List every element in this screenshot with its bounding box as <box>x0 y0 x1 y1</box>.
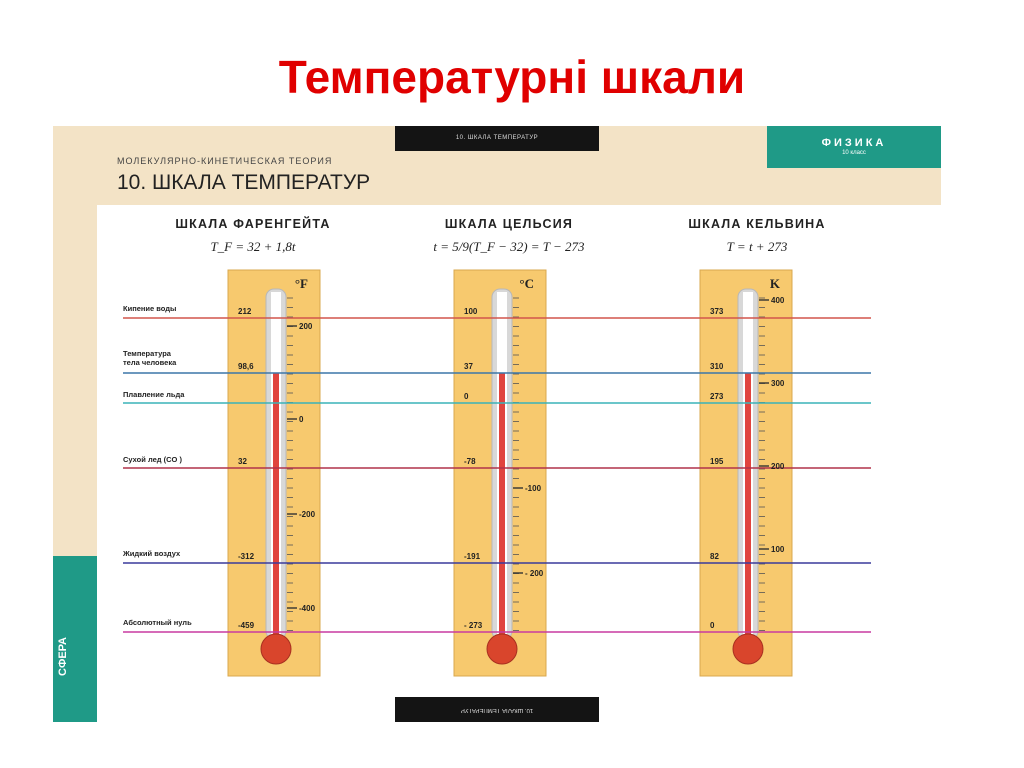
tick-label-0-0: 200 <box>299 322 313 331</box>
mercury-column-0 <box>273 373 279 643</box>
mercury-column-2 <box>745 373 751 643</box>
scale-value-1-2: 0 <box>464 392 469 401</box>
scale-value-1-4: -191 <box>464 552 481 561</box>
unit-label-2: K <box>770 276 781 291</box>
scale-value-1-1: 37 <box>464 362 473 371</box>
tick-label-2-3: 100 <box>771 545 785 554</box>
thermometer-bulb-0 <box>260 633 292 665</box>
scale-heading-1: ШКАЛА ЦЕЛЬСИЯ <box>445 217 573 231</box>
scale-value-2-4: 82 <box>710 552 719 561</box>
event-label-1: Температура <box>123 349 172 358</box>
event-label-0: Кипение воды <box>123 304 176 313</box>
tick-label-1-1: - 200 <box>525 569 544 578</box>
mercury-column-1 <box>499 373 505 643</box>
scale-value-2-2: 273 <box>710 392 724 401</box>
unit-label-1: °C <box>519 276 534 291</box>
scale-formula-2: T = t + 273 <box>727 239 788 254</box>
bottom-tab: 10. ШКАЛА ТЕМПЕРАТУР <box>395 697 599 722</box>
tick-label-2-1: 300 <box>771 379 785 388</box>
event-label-5: Абсолютный нуль <box>123 618 192 627</box>
scale-value-0-3: 32 <box>238 457 247 466</box>
side-strip: СФЕРА <box>53 556 97 722</box>
event-label-3: Сухой лед (CO ) <box>123 455 182 464</box>
scale-value-2-3: 195 <box>710 457 724 466</box>
scale-value-0-4: -312 <box>238 552 255 561</box>
scale-value-2-1: 310 <box>710 362 724 371</box>
unit-label-0: °F <box>295 276 308 291</box>
thermometer-bulb-2 <box>732 633 764 665</box>
scale-heading-0: ШКАЛА ФАРЕНГЕЙТА <box>175 216 330 231</box>
slide-title: Температурні шкали <box>278 51 746 103</box>
tick-label-0-2: -200 <box>299 510 316 519</box>
tick-label-0-3: -400 <box>299 604 316 613</box>
thermometer-bulb-1 <box>486 633 518 665</box>
top-tab: 10. ШКАЛА ТЕМПЕРАТУР <box>395 126 599 151</box>
thermometer-diagram: ШКАЛА ФАРЕНГЕЙТА T_F = 32 + 1,8t ШКАЛА ЦЕЛ… <box>122 216 871 677</box>
scale-value-0-0: 212 <box>238 307 252 316</box>
poster: 10. ШКАЛА ТЕМПЕРАТУР ФИЗИКА 10 класс МОЛ… <box>53 126 941 722</box>
scale-value-1-5: - 273 <box>464 621 483 630</box>
tick-label-1-0: -100 <box>525 484 542 493</box>
scale-value-1-0: 100 <box>464 307 478 316</box>
event-label-4: Жидкий воздух <box>122 549 181 558</box>
event-label-1: тела человека <box>123 358 177 367</box>
poster-subtitle: МОЛЕКУЛЯРНО-КИНЕТИЧЕСКАЯ ТЕОРИЯ <box>117 156 333 166</box>
event-label-2: Плавление льда <box>123 390 185 399</box>
brand-subtitle: 10 класс <box>842 150 866 156</box>
scale-value-1-3: -78 <box>464 457 476 466</box>
scale-value-2-5: 0 <box>710 621 715 630</box>
tick-label-0-1: 0 <box>299 415 304 424</box>
scale-heading-2: ШКАЛА КЕЛЬВИНА <box>688 217 825 231</box>
scale-formula-0: T_F = 32 + 1,8t <box>210 239 295 254</box>
brand-title: ФИЗИКА <box>821 137 887 149</box>
scale-value-2-0: 373 <box>710 307 724 316</box>
tick-label-2-0: 400 <box>771 296 785 305</box>
scale-value-0-5: -459 <box>238 621 255 630</box>
tick-label-2-2: 200 <box>771 462 785 471</box>
top-tab-label: 10. ШКАЛА ТЕМПЕРАТУР <box>455 135 539 141</box>
brand-box: ФИЗИКА 10 класс <box>767 126 941 168</box>
scale-formula-1: t = 5/9(T_F − 32) = T − 273 <box>433 239 585 254</box>
scale-value-0-1: 98,6 <box>238 362 254 371</box>
poster-title: 10. ШКАЛА ТЕМПЕРАТУР <box>117 171 371 194</box>
